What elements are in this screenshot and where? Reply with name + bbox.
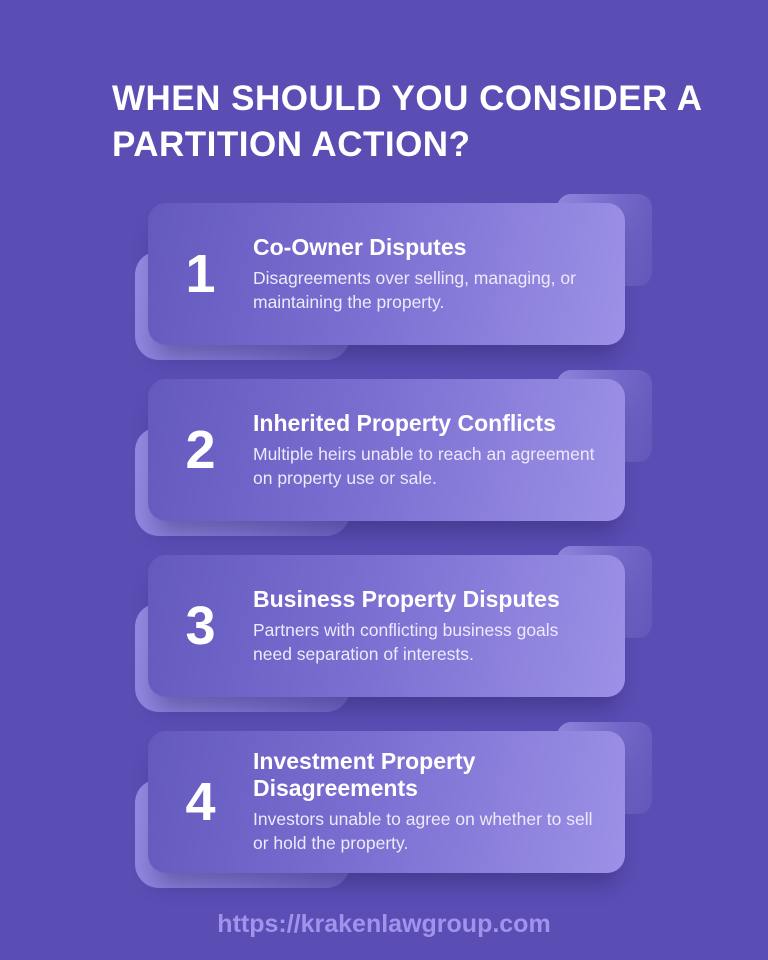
card-description: Disagreements over selling, managing, or… — [253, 268, 576, 312]
card-description: Investors unable to agree on whether to … — [253, 809, 593, 853]
card-number: 3 — [185, 596, 216, 656]
card-item: 3 Business Property Disputes Partners wi… — [135, 546, 652, 712]
card-number: 2 — [185, 420, 216, 480]
card-title: Investment Property Disagreements — [253, 748, 476, 801]
card-number: 4 — [185, 772, 216, 832]
card-description: Multiple heirs unable to reach an agreem… — [253, 444, 595, 488]
card-texts: Inherited Property Conflicts Multiple he… — [253, 410, 625, 491]
card: 2 Inherited Property Conflicts Multiple … — [148, 379, 625, 521]
footer-url-link[interactable]: https://krakenlawgroup.com — [217, 910, 551, 938]
card-texts: Co-Owner Disputes Disagreements over sel… — [253, 234, 625, 315]
card-title: Co-Owner Disputes — [253, 233, 467, 260]
cards-list: 1 Co-Owner Disputes Disagreements over s… — [135, 194, 652, 907]
card-texts: Business Property Disputes Partners with… — [253, 586, 625, 667]
card: 4 Investment Property Disagreements Inve… — [148, 731, 625, 873]
card-number: 1 — [185, 244, 216, 304]
card-texts: Investment Property Disagreements Invest… — [253, 748, 625, 855]
card-title: Inherited Property Conflicts — [253, 409, 556, 436]
card-item: 2 Inherited Property Conflicts Multiple … — [135, 370, 652, 536]
card: 1 Co-Owner Disputes Disagreements over s… — [148, 203, 625, 345]
card-item: 1 Co-Owner Disputes Disagreements over s… — [135, 194, 652, 360]
card-item: 4 Investment Property Disagreements Inve… — [135, 722, 652, 888]
card: 3 Business Property Disputes Partners wi… — [148, 555, 625, 697]
card-description: Partners with conflicting business goals… — [253, 620, 559, 664]
page-title: WHEN SHOULD YOU CONSIDER A PARTITION ACT… — [112, 79, 702, 165]
card-title: Business Property Disputes — [253, 585, 560, 612]
